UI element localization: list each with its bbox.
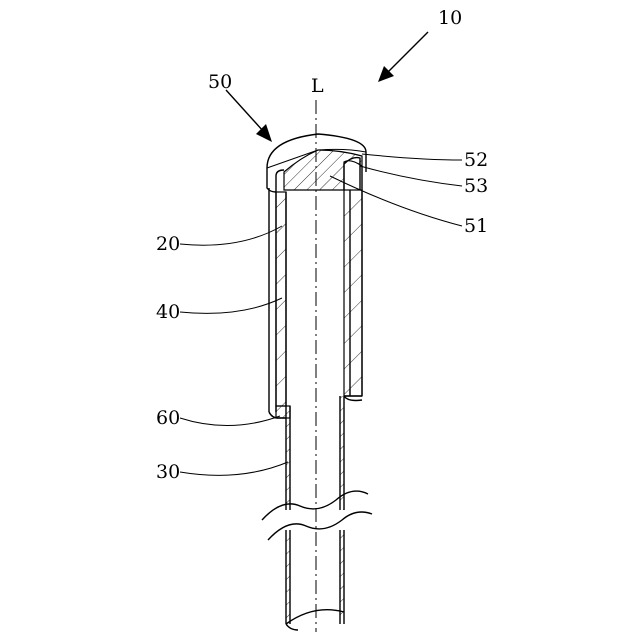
label-52: 52 xyxy=(464,149,488,171)
arrow-10 xyxy=(378,32,428,82)
label-60: 60 xyxy=(156,407,180,429)
tube-wall-right xyxy=(340,396,344,510)
label-40: 40 xyxy=(156,301,180,323)
leader-lines xyxy=(180,154,462,475)
sleeve-wall-right xyxy=(344,190,362,396)
arrow-50 xyxy=(226,90,272,142)
label-51: 51 xyxy=(464,215,488,237)
label-53: 53 xyxy=(464,175,488,197)
inner-tube-30 xyxy=(286,192,344,630)
tube-wall-left xyxy=(286,418,290,510)
cap-section-51 xyxy=(284,150,362,190)
label-30: 30 xyxy=(156,461,180,483)
label-axis-L: L xyxy=(311,75,324,97)
label-20: 20 xyxy=(156,233,180,255)
break-lines xyxy=(262,491,372,540)
label-10: 10 xyxy=(438,7,462,29)
label-50: 50 xyxy=(208,71,232,93)
